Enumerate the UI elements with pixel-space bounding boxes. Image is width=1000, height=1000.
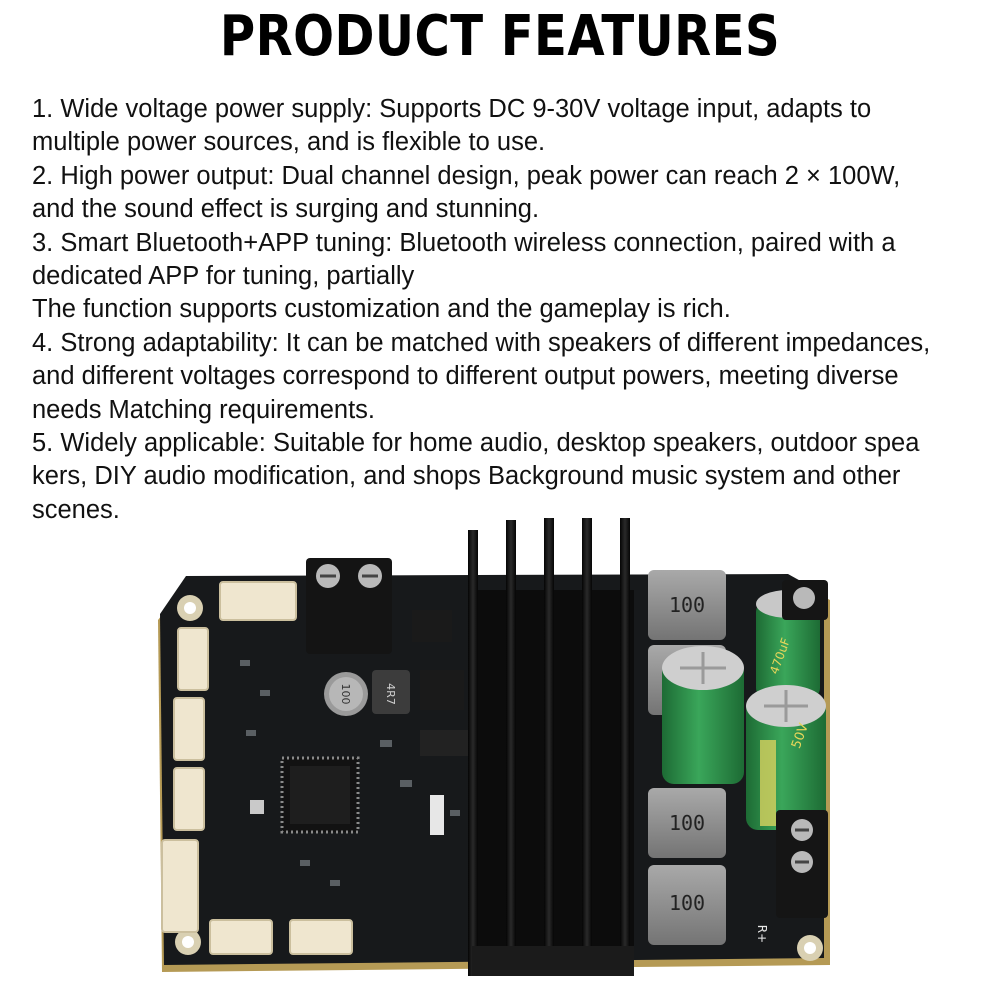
dsp-chip [280,756,360,834]
feature-line: multiple power sources, and is flexible … [32,128,546,157]
feature-line: 1. Wide voltage power supply: Supports D… [32,95,872,123]
feature-line: 5. Widely applicable: Suitable for home … [32,429,920,458]
feature-list: 1. Wide voltage power supply: Supports D… [32,93,982,527]
feature-line: dedicated APP for tuning, partially [32,262,415,291]
small-capacitor: 100 [324,672,368,716]
feature-line: 3. Smart Bluetooth+APP tuning: Bluetooth… [32,228,896,257]
small-cap-label: 100 [339,684,352,705]
feature-line: scenes. [32,495,120,524]
feature-line: 4. Strong adaptability: It can be matche… [32,328,931,357]
feature-line: needs Matching requirements. [32,395,376,424]
feature-line: The function supports customization and … [32,295,731,324]
amplifier-board-image: 4R7 100 100 100 100 100 470uF [158,518,830,976]
feature-line: kers, DIY audio modification, and shops … [32,462,901,491]
page-title: PRODUCT FEATURES [219,4,781,69]
choke-label: 4R7 [384,683,397,705]
speaker-terminals: R+ [755,580,828,943]
electrolytic-capacitors: 470uF 50V [662,590,826,830]
feature-line: 2. High power output: Dual channel desig… [32,161,901,190]
inductor-label: 100 [669,811,705,835]
inductor-label: 100 [669,593,705,617]
heatsink [468,518,634,976]
feature-line: and different voltages correspond to dif… [32,362,899,391]
power-terminal [306,558,392,654]
inductor-label: 100 [669,891,705,915]
terminal-label: R+ [755,925,769,943]
choke-inductor: 4R7 [372,670,410,714]
jst-connectors [161,581,353,955]
feature-line: and the sound effect is surging and stun… [32,195,540,224]
